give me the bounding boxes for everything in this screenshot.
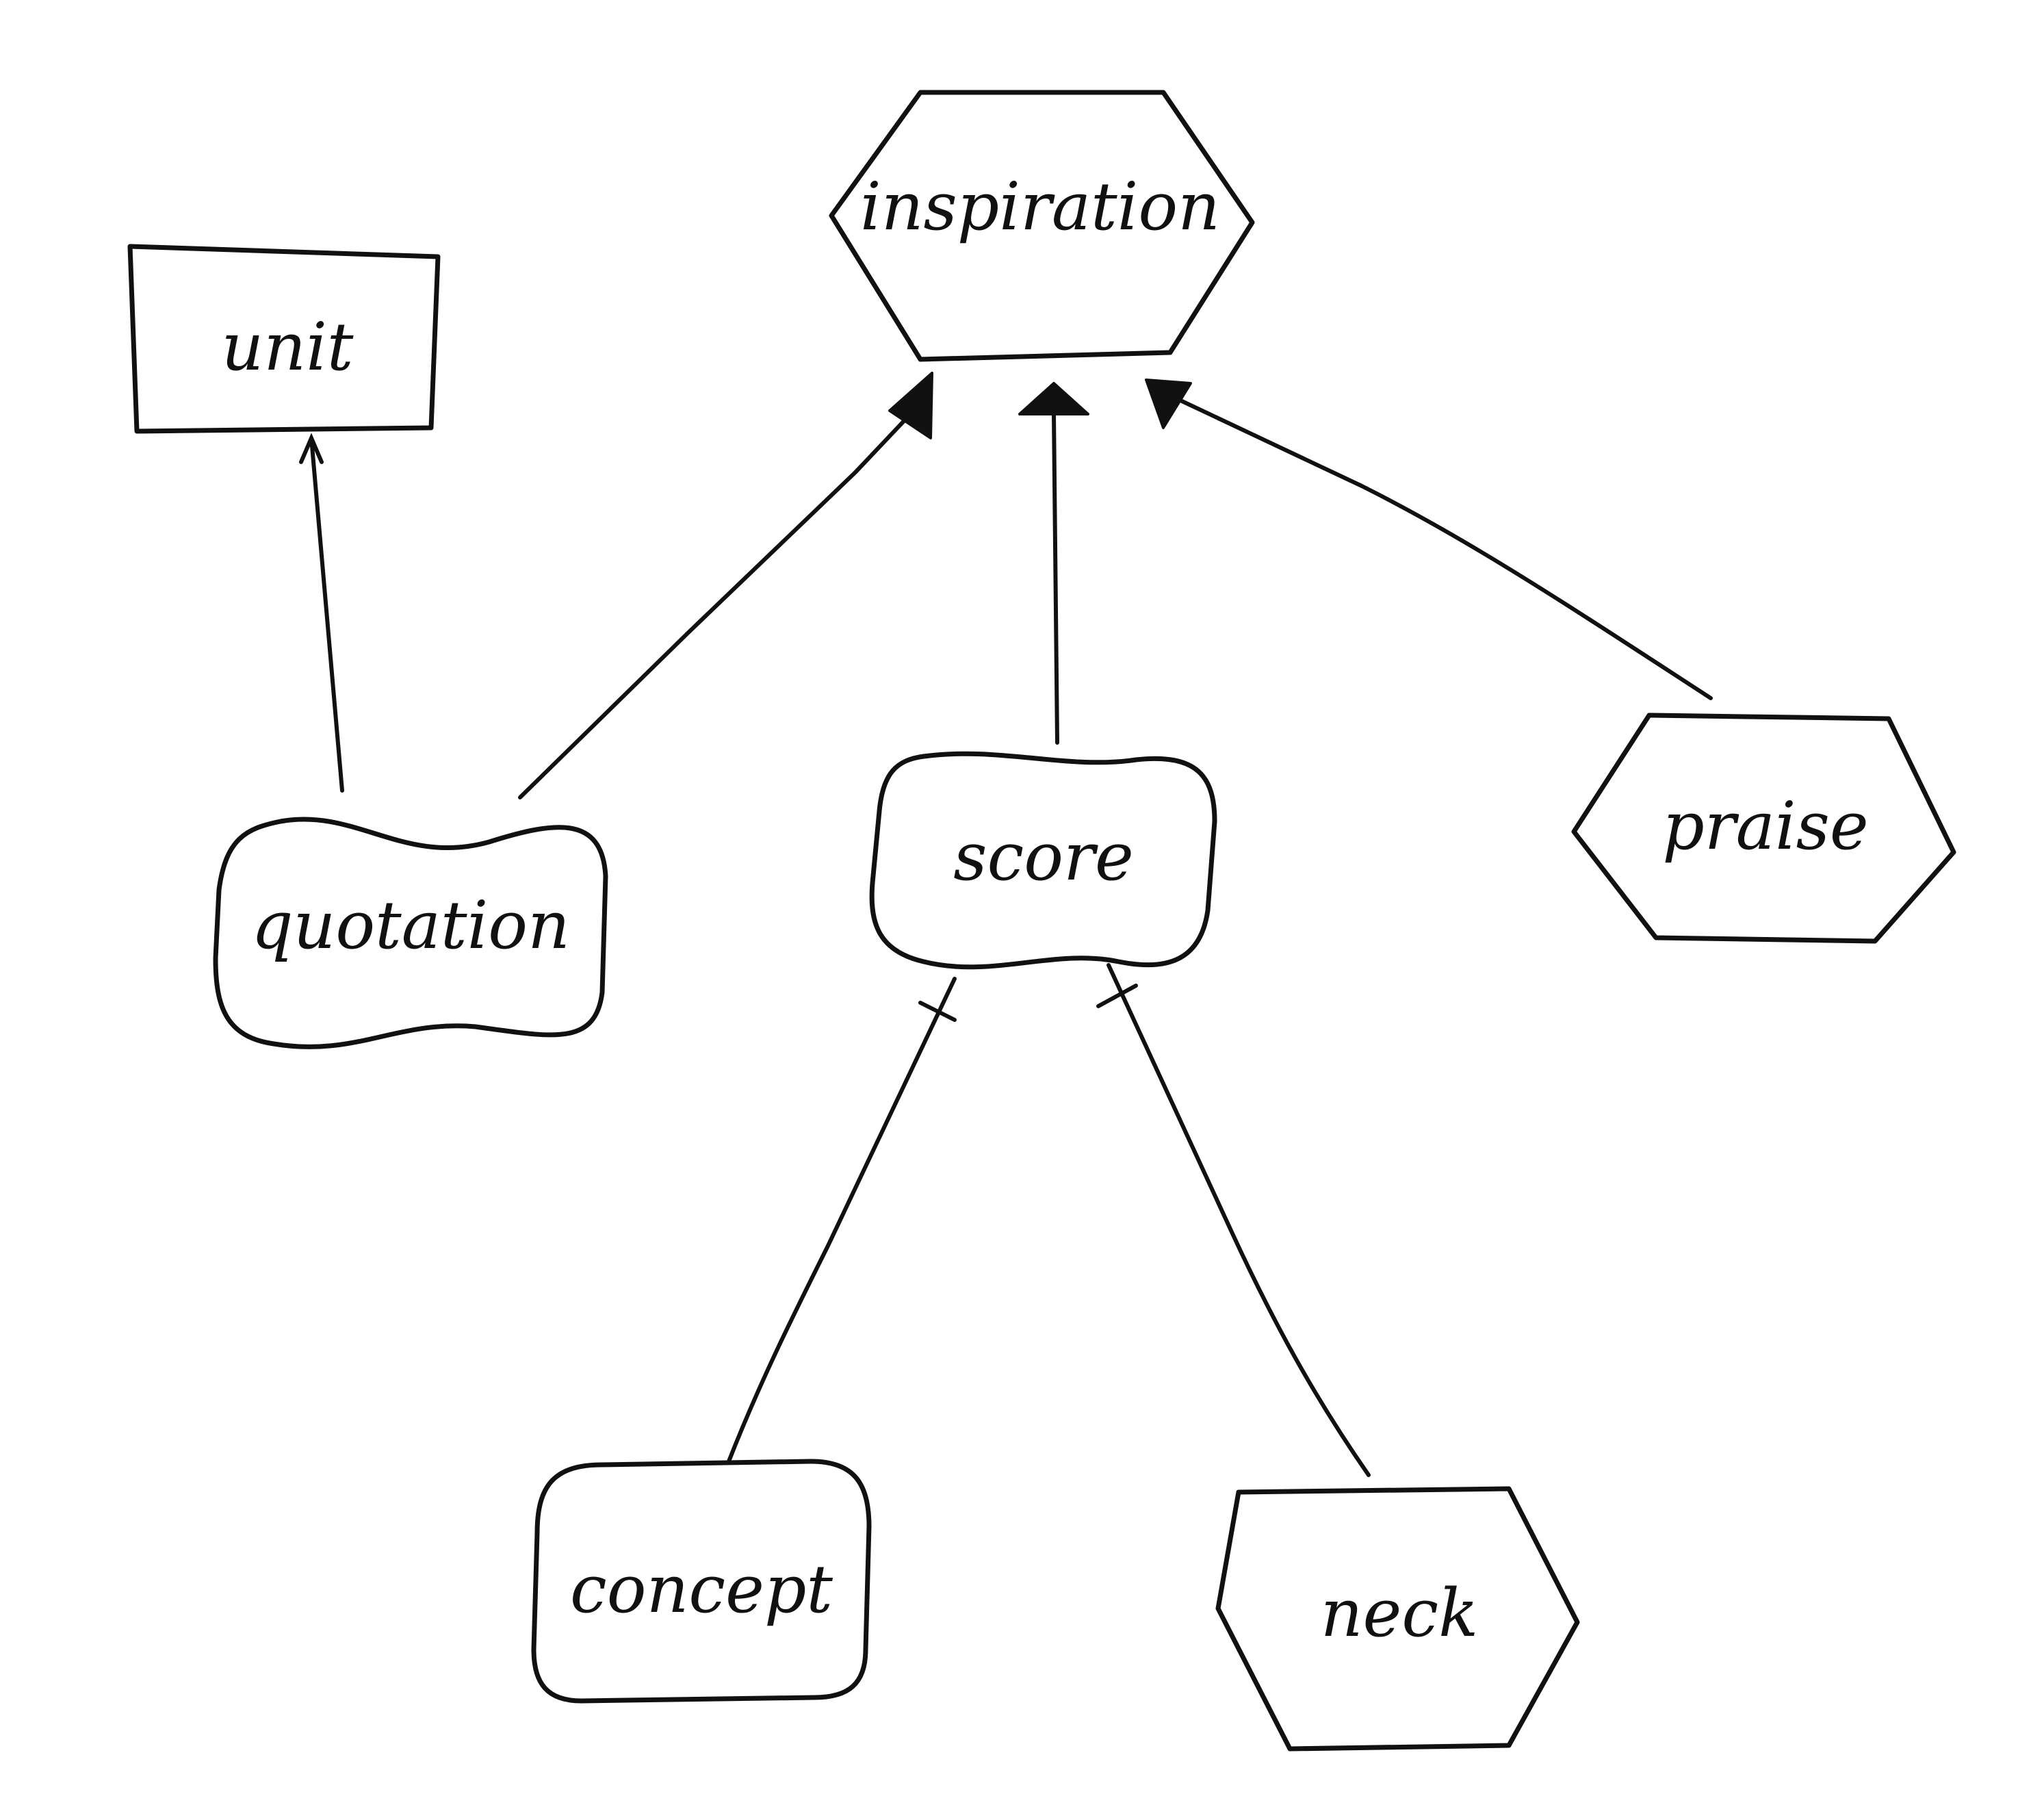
node-neck-label: neck <box>1321 1575 1479 1652</box>
node-inspiration[interactable]: inspiration <box>829 90 1255 362</box>
edge-concept-score-line <box>727 977 957 1463</box>
edge-praise-inspiration <box>1145 379 1713 700</box>
node-praise[interactable]: praise <box>1571 713 1956 944</box>
edge-quotation-unit-open-arrowhead <box>299 433 324 464</box>
node-concept-label: concept <box>570 1551 833 1628</box>
node-neck-shape <box>1215 1486 1580 1752</box>
node-neck[interactable]: neck <box>1215 1486 1580 1752</box>
node-quotation-label: quotation <box>251 887 570 964</box>
edge-concept-score-cross <box>918 1001 957 1022</box>
edge-score-inspiration <box>1018 382 1089 745</box>
edge-quotation-unit <box>299 433 344 793</box>
node-unit-label: unit <box>222 309 354 385</box>
node-unit-shape <box>127 244 441 434</box>
node-quotation-shape <box>213 817 608 1049</box>
edge-concept-score <box>727 977 957 1463</box>
node-score-label: score <box>953 819 1134 895</box>
edge-neck-score-line <box>1107 963 1371 1477</box>
node-score[interactable]: score <box>869 751 1217 970</box>
node-score-shape <box>869 751 1217 970</box>
edge-score-inspiration-line <box>1052 412 1059 745</box>
edge-praise-inspiration-line <box>1178 398 1713 700</box>
node-concept[interactable]: concept <box>531 1459 872 1704</box>
node-inspiration-label: inspiration <box>860 168 1220 245</box>
edge-quotation-unit-line <box>309 436 344 793</box>
node-inspiration-shape <box>829 90 1255 362</box>
node-praise-label: praise <box>1662 788 1868 864</box>
edge-neck-score-cross <box>1096 984 1138 1008</box>
node-praise-shape <box>1571 713 1956 944</box>
node-quotation[interactable]: quotation <box>213 817 608 1049</box>
edge-quotation-inspiration-arrowhead <box>888 372 933 439</box>
edge-score-inspiration-arrowhead <box>1018 382 1089 415</box>
edge-praise-inspiration-arrowhead <box>1145 379 1192 429</box>
edge-quotation-inspiration-line <box>518 405 919 799</box>
edge-quotation-inspiration <box>518 372 933 799</box>
node-concept-shape <box>531 1459 872 1704</box>
node-unit[interactable]: unit <box>127 244 441 434</box>
edge-neck-score <box>1096 963 1371 1477</box>
